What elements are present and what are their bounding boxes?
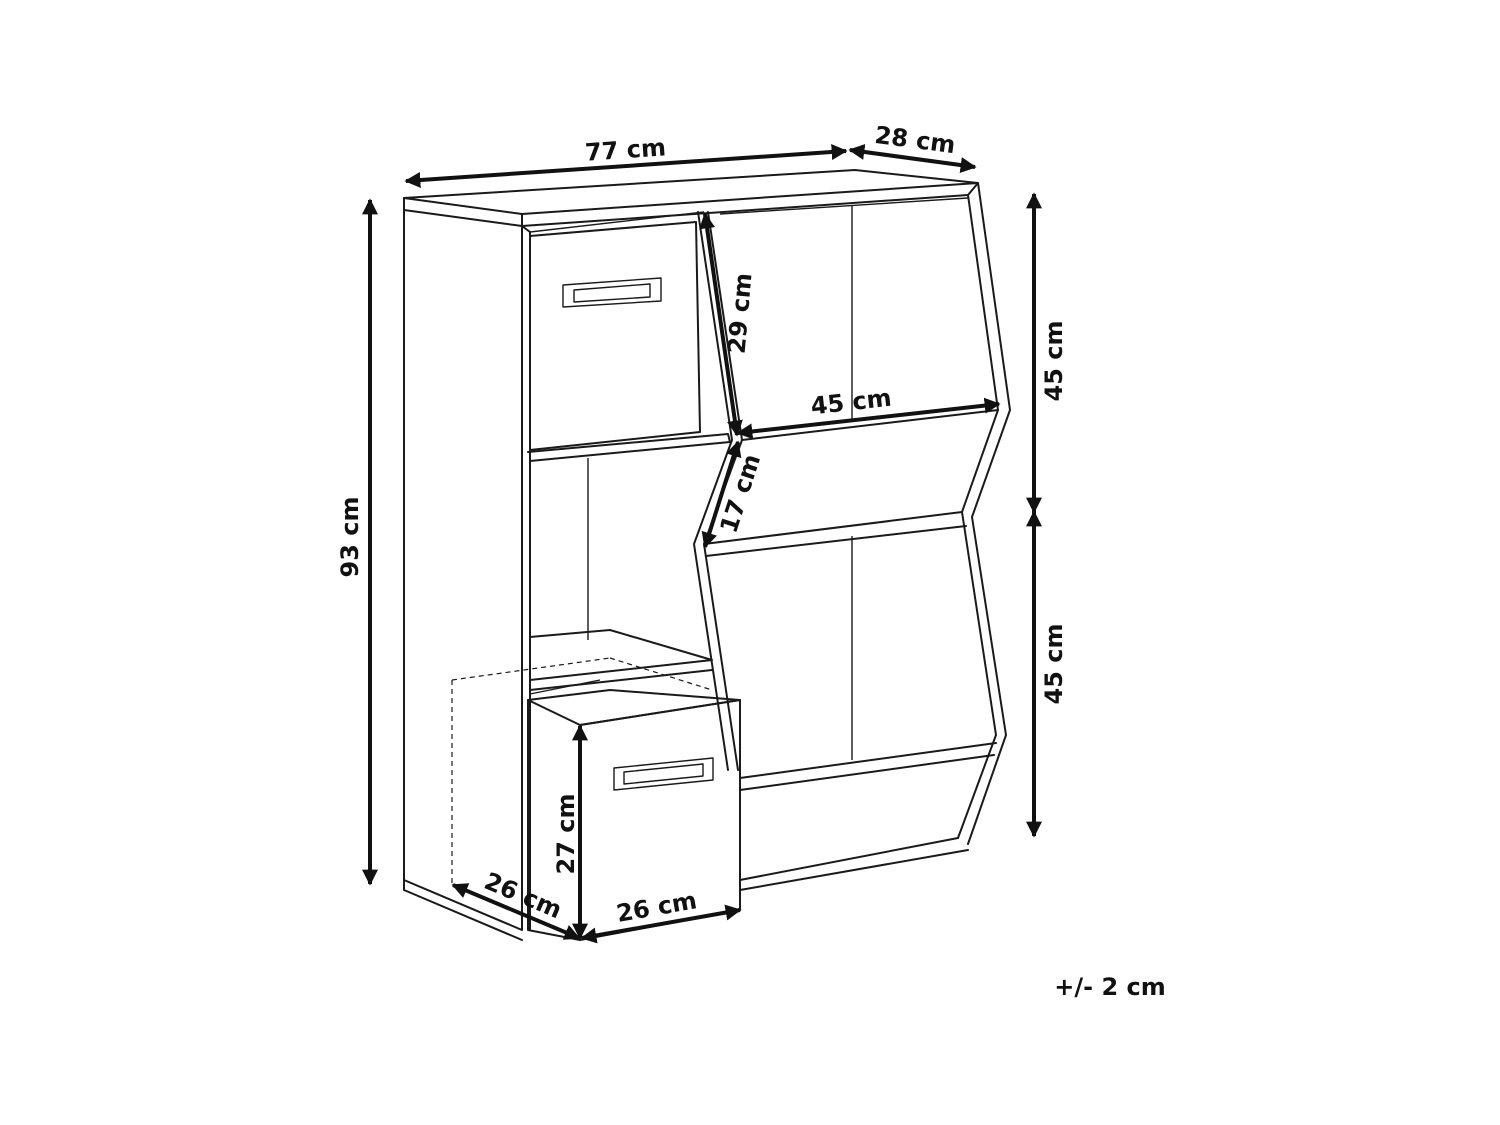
label-bin-opening-width: 45 cm [809,384,893,421]
dim-arrow-top-depth [848,144,977,173]
label-lower-right-height: 45 cm [1040,624,1068,705]
upper-storage-box [529,221,701,451]
label-bin-opening-height: 29 cm [723,272,758,355]
dim-arrow-box-width [580,904,742,944]
label-total-height: 93 cm [336,497,364,578]
dimension-labels: 77 cm 28 cm 93 cm 45 cm 45 cm 29 cm 45 c… [336,121,1166,1001]
tolerance-note: +/- 2 cm [1054,973,1165,1001]
label-top-width: 77 cm [584,133,667,166]
label-box-height: 27 cm [552,794,580,875]
cabinet-outline [403,169,979,941]
dim-arrow-box-depth [451,883,581,940]
label-upper-right-height: 45 cm [1040,321,1068,402]
dim-arrow-top-width [404,143,848,189]
dim-arrow-bin-opening-height [699,212,743,437]
dim-arrow-bin-front-height [701,440,742,549]
dim-arrow-bin-opening-width [736,397,1001,440]
dimension-arrows [362,143,1042,944]
label-box-width: 26 cm [614,886,699,928]
